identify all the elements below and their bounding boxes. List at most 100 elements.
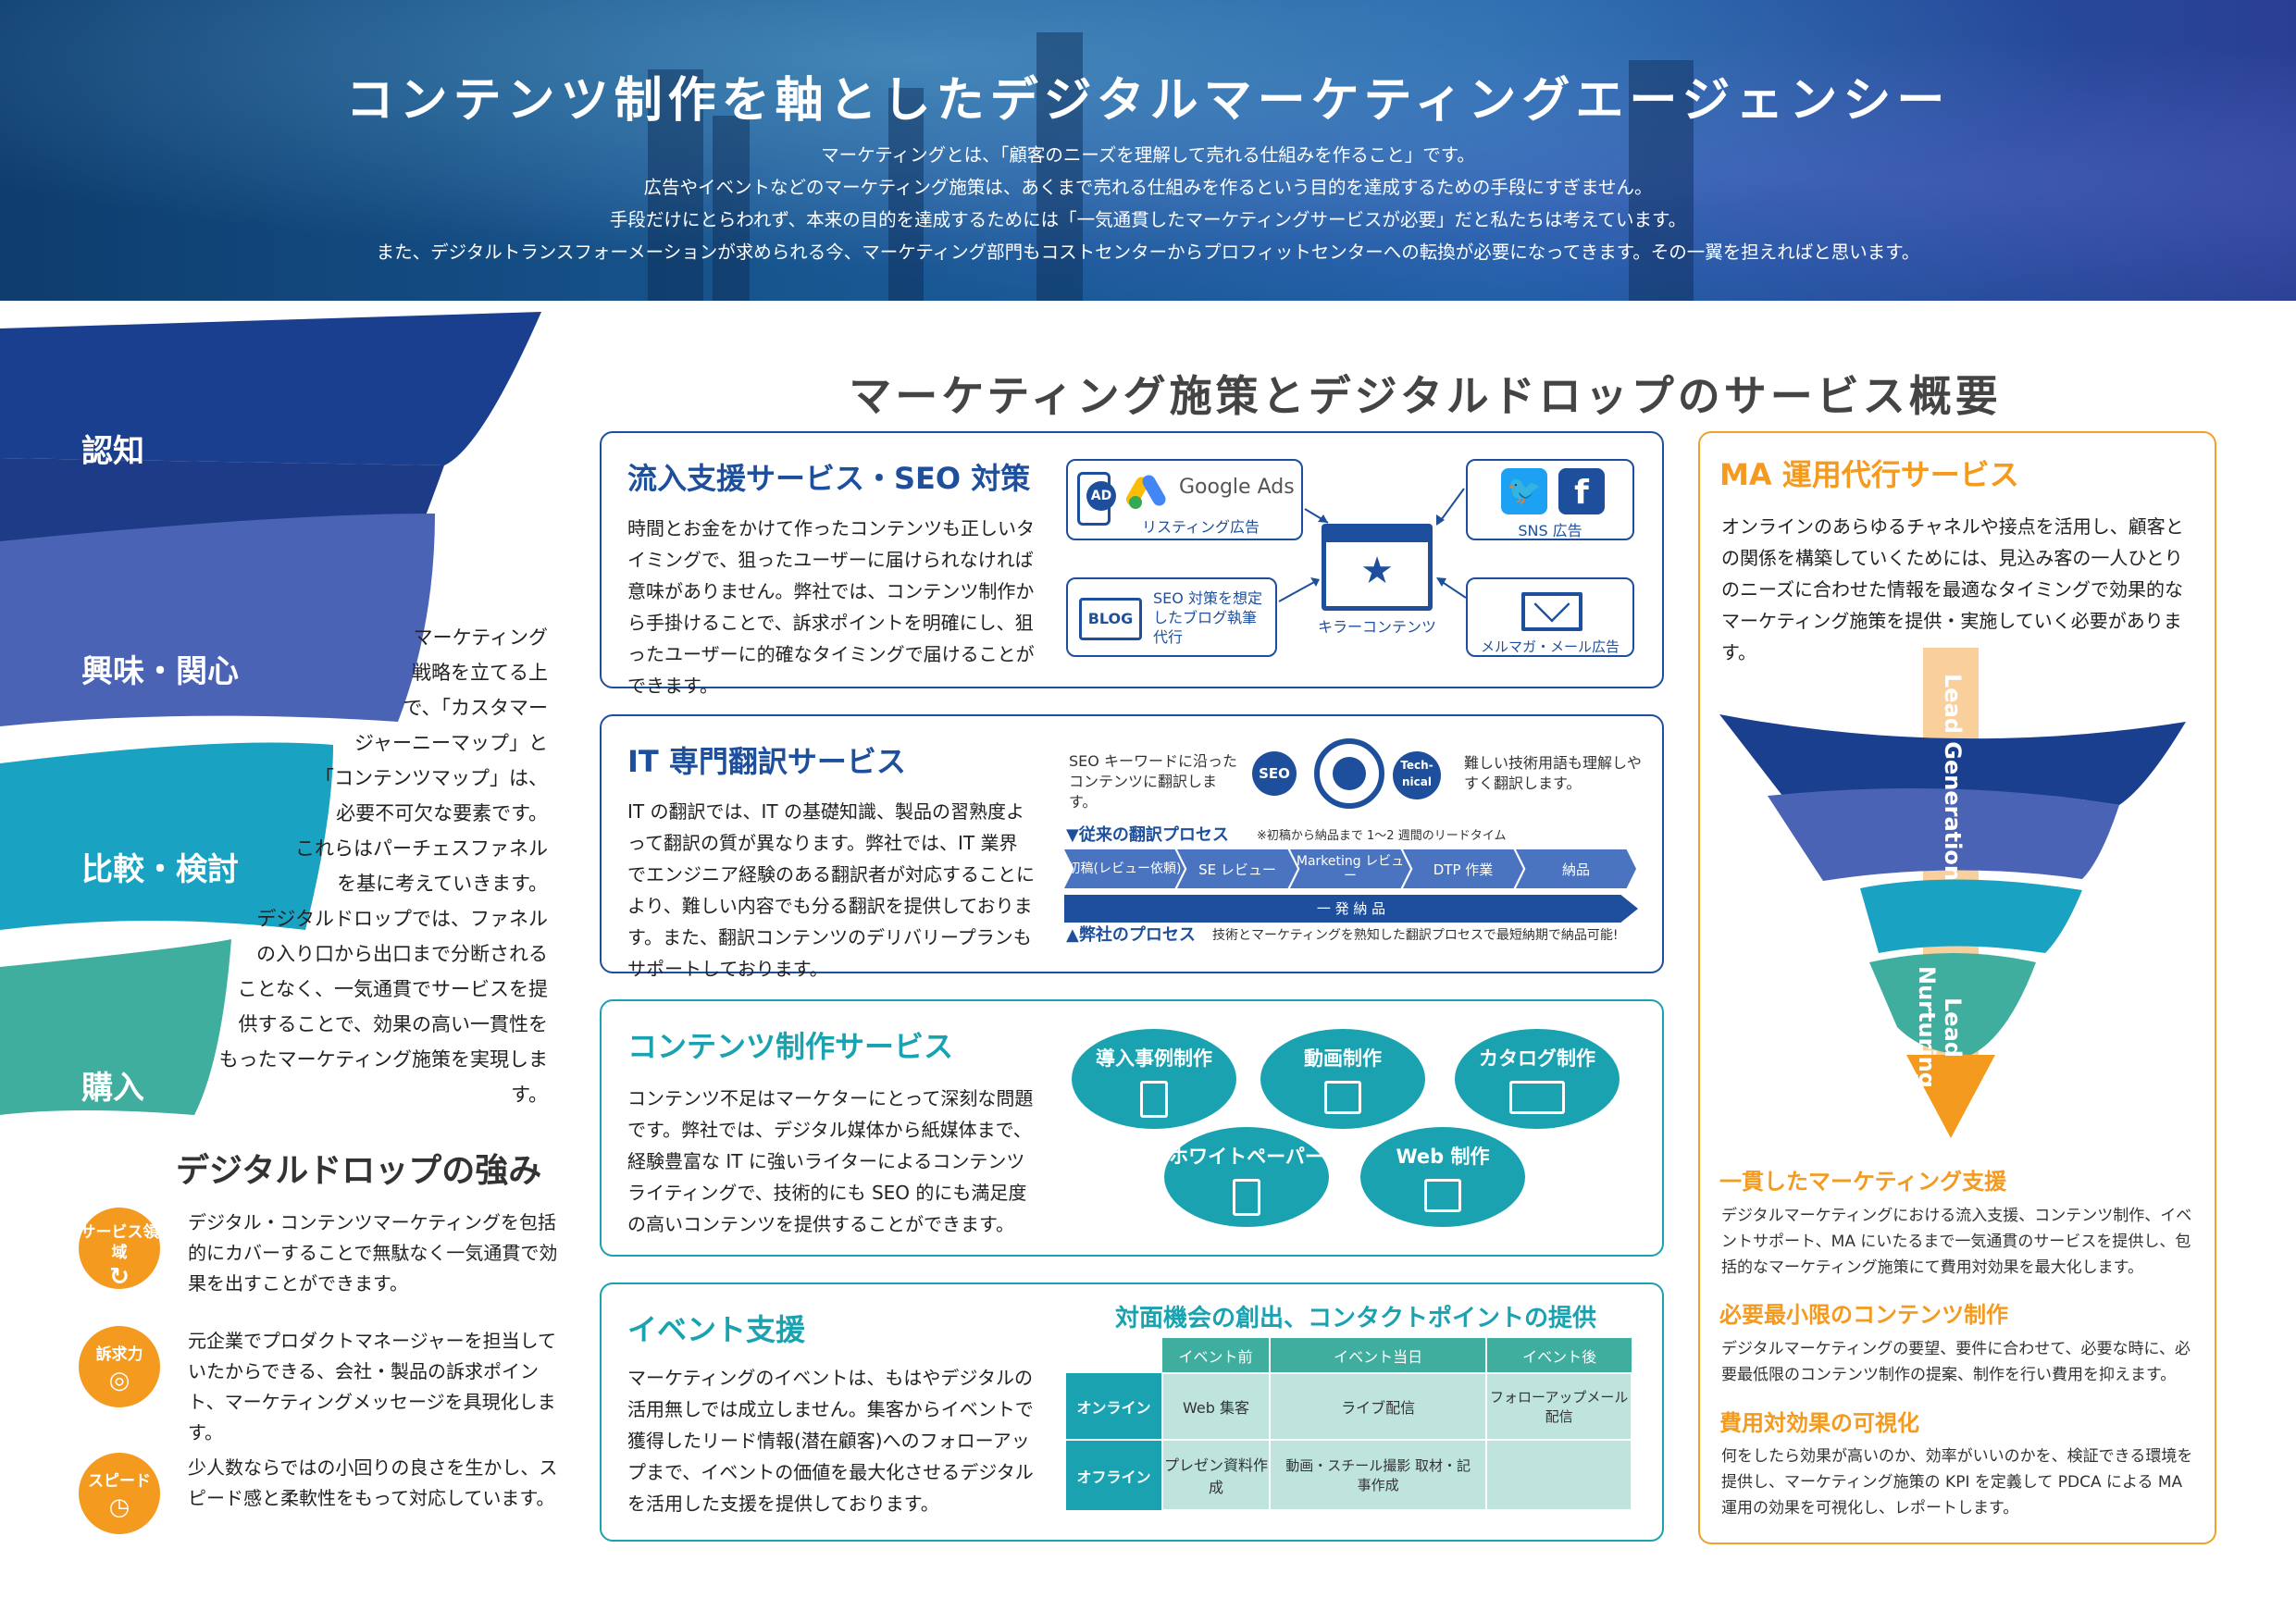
funnel-line: 「コンテンツマップ」は、 xyxy=(315,767,548,789)
sns-box: 🐦 f SNS 広告 xyxy=(1466,459,1634,540)
event-row-label: オフライン xyxy=(1066,1440,1162,1510)
ma-sub-text: デジタルマーケティングの要望、要件に合わせて、必要な時に、必要最低限のコンテンツ… xyxy=(1721,1340,2191,1384)
process-step: Marketing レビュー xyxy=(1290,849,1410,888)
event-cell: プレゼン資料作成 xyxy=(1161,1439,1271,1511)
stage-purchase: 購入 xyxy=(81,1070,144,1107)
event-table-title: 対面機会の創出、コンタクトポイントの提供 xyxy=(1114,1305,1596,1332)
lead-arrow-head xyxy=(1906,1055,1995,1138)
translation-title: IT 専門翻訳サービス xyxy=(627,744,906,779)
hero-title: コンテンツ制作を軸としたデジタルマーケティングエージェンシー xyxy=(345,73,1951,129)
event-title: イベント支援 xyxy=(627,1312,806,1347)
hero-glow xyxy=(0,0,2296,301)
browser-icon xyxy=(1424,1179,1461,1212)
clapperboard-icon xyxy=(1324,1081,1361,1114)
target-icon: 訴求力◎ xyxy=(79,1326,160,1407)
bubble-label: ホワイトペーパー xyxy=(1169,1146,1324,1168)
event-column-header: イベント後 xyxy=(1486,1338,1632,1373)
killer-content-icon: ★ xyxy=(1322,524,1433,611)
sns-label: SNS 広告 xyxy=(1518,522,1582,539)
funnel-description: マーケティング 戦略を立てる上 で、「カスタマー ジャーニーマップ」と 「コンテ… xyxy=(185,620,548,1112)
star-icon: ★ xyxy=(1360,550,1394,592)
ma-sub-title: 必要最小限のコンテンツ制作 xyxy=(1719,1302,2008,1328)
seo-arrows xyxy=(1278,488,1467,602)
lead-nurturing-label: Lead Nurturing xyxy=(1914,966,1966,1088)
funnel-line: もったマーケティング施策を実現します。 xyxy=(218,1048,548,1106)
process-step: SE レビュー xyxy=(1177,849,1297,888)
blog-box: BLOG SEO 対策を想定したブログ執筆代行 xyxy=(1066,577,1277,657)
google-ads-label: Google Ads xyxy=(1179,476,1295,499)
ma-funnel-band-4 xyxy=(1869,953,2036,1055)
blog-label: SEO 対策を想定したブログ執筆代行 xyxy=(1153,589,1262,646)
strength-item: 訴求力◎ 元企業でプロダクトマネージャーを担当していたからできる、会社・製品の訴… xyxy=(79,1326,560,1443)
hero-line: 広告やイベントなどのマーケティング施策は、あくまで売れる仕組みを作るという目的を… xyxy=(643,177,1653,198)
google-ads-logo-icon xyxy=(1123,470,1170,509)
bubble-whitepaper: ホワイトペーパー xyxy=(1164,1127,1329,1227)
hero-line: 手段だけにとらわれず、本来の目的を達成するためには「一気通貫したマーケティングサ… xyxy=(609,209,1687,230)
main-title: マーケティング施策とデジタルドロップのサービス概要 xyxy=(849,371,2002,421)
event-row-label: オンライン xyxy=(1066,1373,1162,1441)
building-shape xyxy=(1629,60,1694,301)
event-cell: フォローアップメール配信 xyxy=(1485,1372,1632,1441)
twitter-icon: 🐦 xyxy=(1501,468,1547,514)
funnel-line: で、「カスタマー xyxy=(403,697,548,719)
bubble-web: Web 制作 xyxy=(1360,1127,1525,1227)
seo-note: SEO キーワードに沿ったコンテンツに翻訳します。 xyxy=(1069,752,1237,811)
translation-body: IT の翻訳では、IT の基礎知識、製品の習熟度よって翻訳の質が異なります。弊社… xyxy=(627,800,1035,980)
ma-sub-title: 費用対効果の可視化 xyxy=(1719,1410,1919,1436)
ma-funnel-band-2 xyxy=(1768,788,2119,881)
event-cell xyxy=(1485,1439,1632,1511)
event-body: マーケティングのイベントは、もはやデジタルの活用無しでは成立しません。集客からイ… xyxy=(627,1367,1034,1515)
funnel-line: ジャーニーマップ」と xyxy=(354,732,548,754)
building-shape xyxy=(888,88,924,301)
strength-text: デジタル・コンテンツマーケティングを包括的にカバーすることで無駄なく一気通貫で効… xyxy=(188,1211,558,1295)
process-step: 納品 xyxy=(1516,849,1636,888)
technical-note: 難しい技術用語も理解しやすく翻訳します。 xyxy=(1464,754,1642,792)
ma-funnel-band-1 xyxy=(1719,714,2186,805)
ma-title: MA 運用代行サービス xyxy=(1719,457,2019,492)
bubble-label: 導入事例制作 xyxy=(1096,1047,1212,1070)
strength-item: サービス領域↻ デジタル・コンテンツマーケティングを包括的にカバーすることで無駄… xyxy=(79,1208,560,1309)
mail-icon xyxy=(1521,586,1582,631)
hero-intro: マーケティングとは、「顧客のニーズを理解して売れる仕組みを作ること」です。 広告… xyxy=(0,139,2296,268)
bubble-case-study: 導入事例制作 xyxy=(1072,1029,1236,1129)
funnel-line: ことなく、一気通貫でサービスを提 xyxy=(237,978,548,1000)
funnel-band-purchase xyxy=(0,939,231,1115)
seo-body: 時間とお金をかけて作ったコンテンツも正しいタイミングで、狙ったユーザーに届けられ… xyxy=(627,517,1035,697)
event-column-header: イベント前 xyxy=(1162,1338,1271,1373)
refresh-icon: サービス領域↻ xyxy=(79,1208,160,1291)
old-process-label: ▼従来の翻訳プロセス xyxy=(1066,825,1229,845)
bubble-catalog: カタログ制作 xyxy=(1455,1029,1620,1129)
funnel-line: 戦略を立てる上 xyxy=(412,662,548,684)
building-shape xyxy=(648,69,703,301)
blog-icon: BLOG xyxy=(1079,598,1142,640)
seo-title: 流入支援サービス・SEO 対策 xyxy=(627,461,1031,496)
purchase-funnel xyxy=(0,312,541,1115)
seo-badge: SEO xyxy=(1252,751,1297,796)
document-icon xyxy=(1140,1081,1168,1118)
stage-awareness: 認知 xyxy=(81,433,144,470)
globe-icon xyxy=(1314,738,1384,809)
facebook-icon: f xyxy=(1558,468,1605,514)
stage-comparison: 比較・検討 xyxy=(81,851,239,888)
ad-badge: AD xyxy=(1086,481,1116,511)
hero-banner: コンテンツ制作を軸としたデジタルマーケティングエージェンシー マーケティングとは… xyxy=(0,0,2296,301)
funnel-line: マーケティング xyxy=(413,626,548,649)
strengths-title: デジタルドロップの強み xyxy=(176,1152,542,1190)
bubble-label: 動画制作 xyxy=(1304,1047,1382,1070)
content-title: コンテンツ制作サービス xyxy=(627,1029,954,1064)
translation-panel: IT 専門翻訳サービス IT の翻訳では、IT の基礎知識、製品の習熟度よって翻… xyxy=(600,714,1664,980)
strength-icon-label: サービス領域 xyxy=(80,1223,159,1262)
funnel-band-interest xyxy=(0,514,435,726)
ma-body: オンラインのあらゆるチャネルや接点を活用し、顧客との関係を構築していくためには、… xyxy=(1721,515,2184,663)
catalog-icon xyxy=(1509,1081,1565,1114)
ma-sub-text: デジタルマーケティングにおける流入支援、コンテンツ制作、イベントサポート、MA … xyxy=(1721,1207,2192,1277)
strength-icon-label: スピード xyxy=(88,1472,151,1491)
old-process-note: ※初稿から納品まで 1～2 週間のリードタイム xyxy=(1257,829,1507,843)
funnel-line: 必要不可欠な要素です。 xyxy=(336,802,548,824)
process-step: DTP 作業 xyxy=(1403,849,1523,888)
strength-text: 元企業でプロダクトマネージャーを担当していたからできる、会社・製品の訴求ポイント… xyxy=(188,1330,556,1443)
event-column-header: イベント当日 xyxy=(1269,1338,1488,1373)
bubble-video: 動画制作 xyxy=(1260,1029,1425,1129)
new-process-note: 技術とマーケティングを熟知した翻訳プロセスで最短納期で納品可能! xyxy=(1212,928,1619,943)
whitepaper-icon xyxy=(1233,1179,1260,1216)
